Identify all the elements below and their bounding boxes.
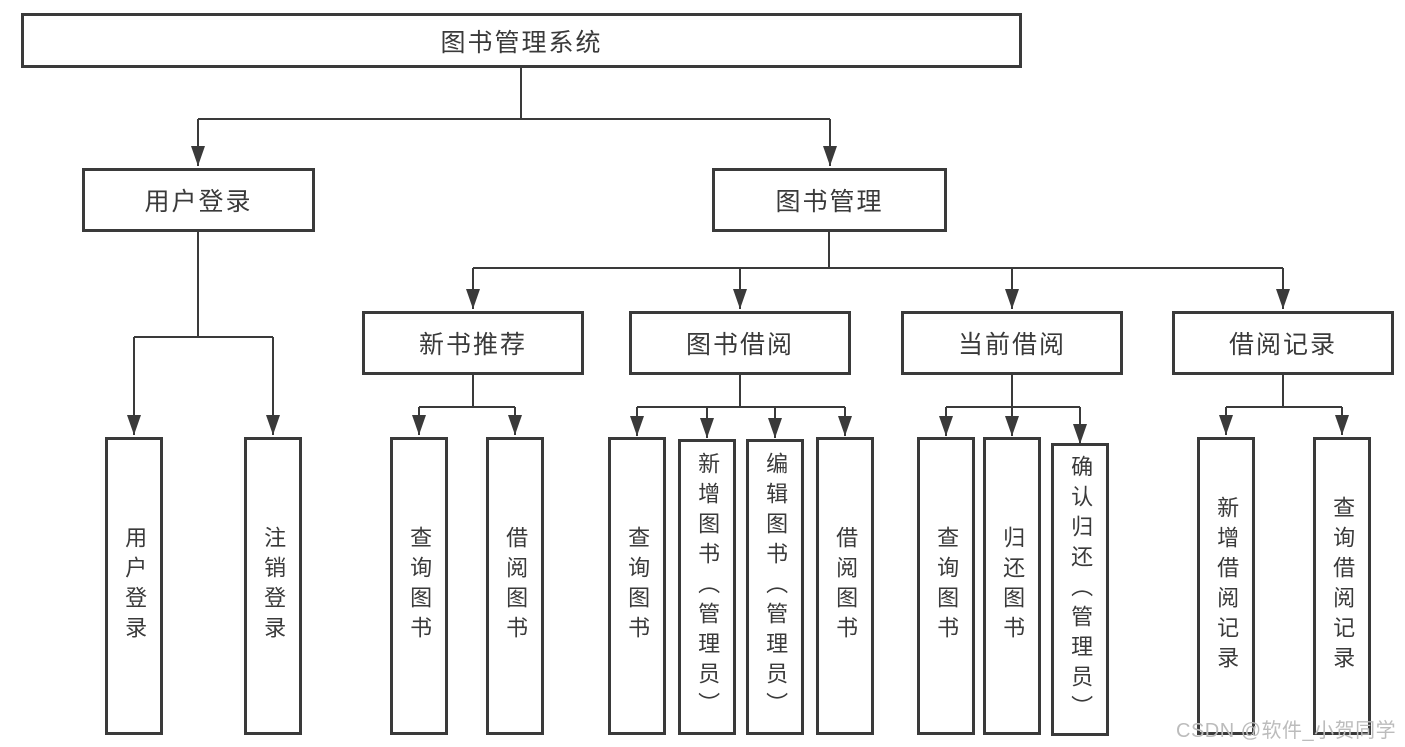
node-user-login: 用户登录 bbox=[82, 168, 315, 232]
node-root-label: 图书管理系统 bbox=[440, 28, 603, 57]
node-user-login-label: 用户登录 bbox=[144, 188, 253, 216]
node-book-management-label: 图书管理 bbox=[775, 188, 884, 216]
leaf-bb-query-books: 查询图书 bbox=[608, 437, 666, 735]
leaf-cb-confirm-return-admin: 确认归还（管理员） bbox=[1051, 443, 1109, 736]
node-borrow-records: 借阅记录 bbox=[1172, 311, 1394, 375]
leaf-cb-return-books: 归还图书 bbox=[983, 437, 1041, 735]
leaf-nb-query-books: 查询图书 bbox=[390, 437, 448, 735]
watermark: CSDN @软件_小贺同学 bbox=[1176, 720, 1397, 742]
leaf-user-login: 用户登录 bbox=[105, 437, 163, 735]
leaf-br-add-record: 新增借阅记录 bbox=[1197, 437, 1255, 735]
leaf-bb-add-books-admin: 新增图书（管理员） bbox=[678, 439, 736, 735]
node-book-management: 图书管理 bbox=[712, 168, 947, 232]
node-book-borrow: 图书借阅 bbox=[629, 311, 851, 375]
leaf-logout: 注销登录 bbox=[244, 437, 302, 735]
leaf-nb-borrow-books: 借阅图书 bbox=[486, 437, 544, 735]
leaf-cb-query-books: 查询图书 bbox=[917, 437, 975, 735]
node-root-system: 图书管理系统 bbox=[21, 13, 1022, 68]
leaf-bb-borrow-books: 借阅图书 bbox=[816, 437, 874, 735]
node-new-book-recommend: 新书推荐 bbox=[362, 311, 584, 375]
leaf-bb-edit-books-admin: 编辑图书（管理员） bbox=[746, 439, 804, 735]
node-current-borrow: 当前借阅 bbox=[901, 311, 1123, 375]
leaf-br-query-record: 查询借阅记录 bbox=[1313, 437, 1371, 735]
